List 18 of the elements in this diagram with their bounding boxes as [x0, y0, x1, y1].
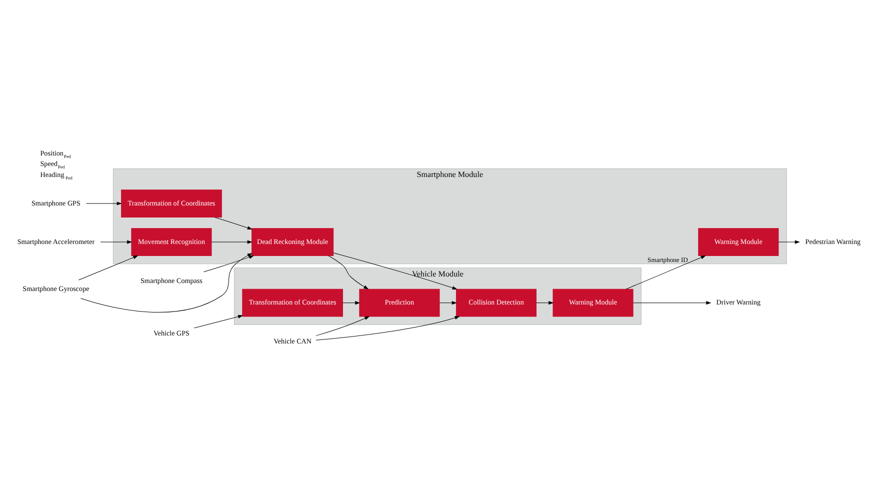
arrow: [214, 216, 252, 229]
arrow: [536, 300, 554, 304]
arrow: [342, 300, 360, 304]
arrow: [100, 240, 132, 244]
arrow: [210, 240, 252, 244]
arrow: [632, 300, 711, 304]
arrow: [315, 316, 370, 336]
arrow: [193, 314, 243, 328]
arrow: [78, 255, 138, 280]
arrow: [332, 252, 457, 289]
arrow: [315, 316, 460, 340]
arrow: [328, 255, 368, 289]
arrow: [438, 300, 456, 304]
arrow: [625, 255, 706, 289]
arrow: [80, 252, 252, 312]
arrow: [86, 201, 122, 205]
arrow: [778, 240, 800, 244]
arrow: [202, 254, 254, 272]
